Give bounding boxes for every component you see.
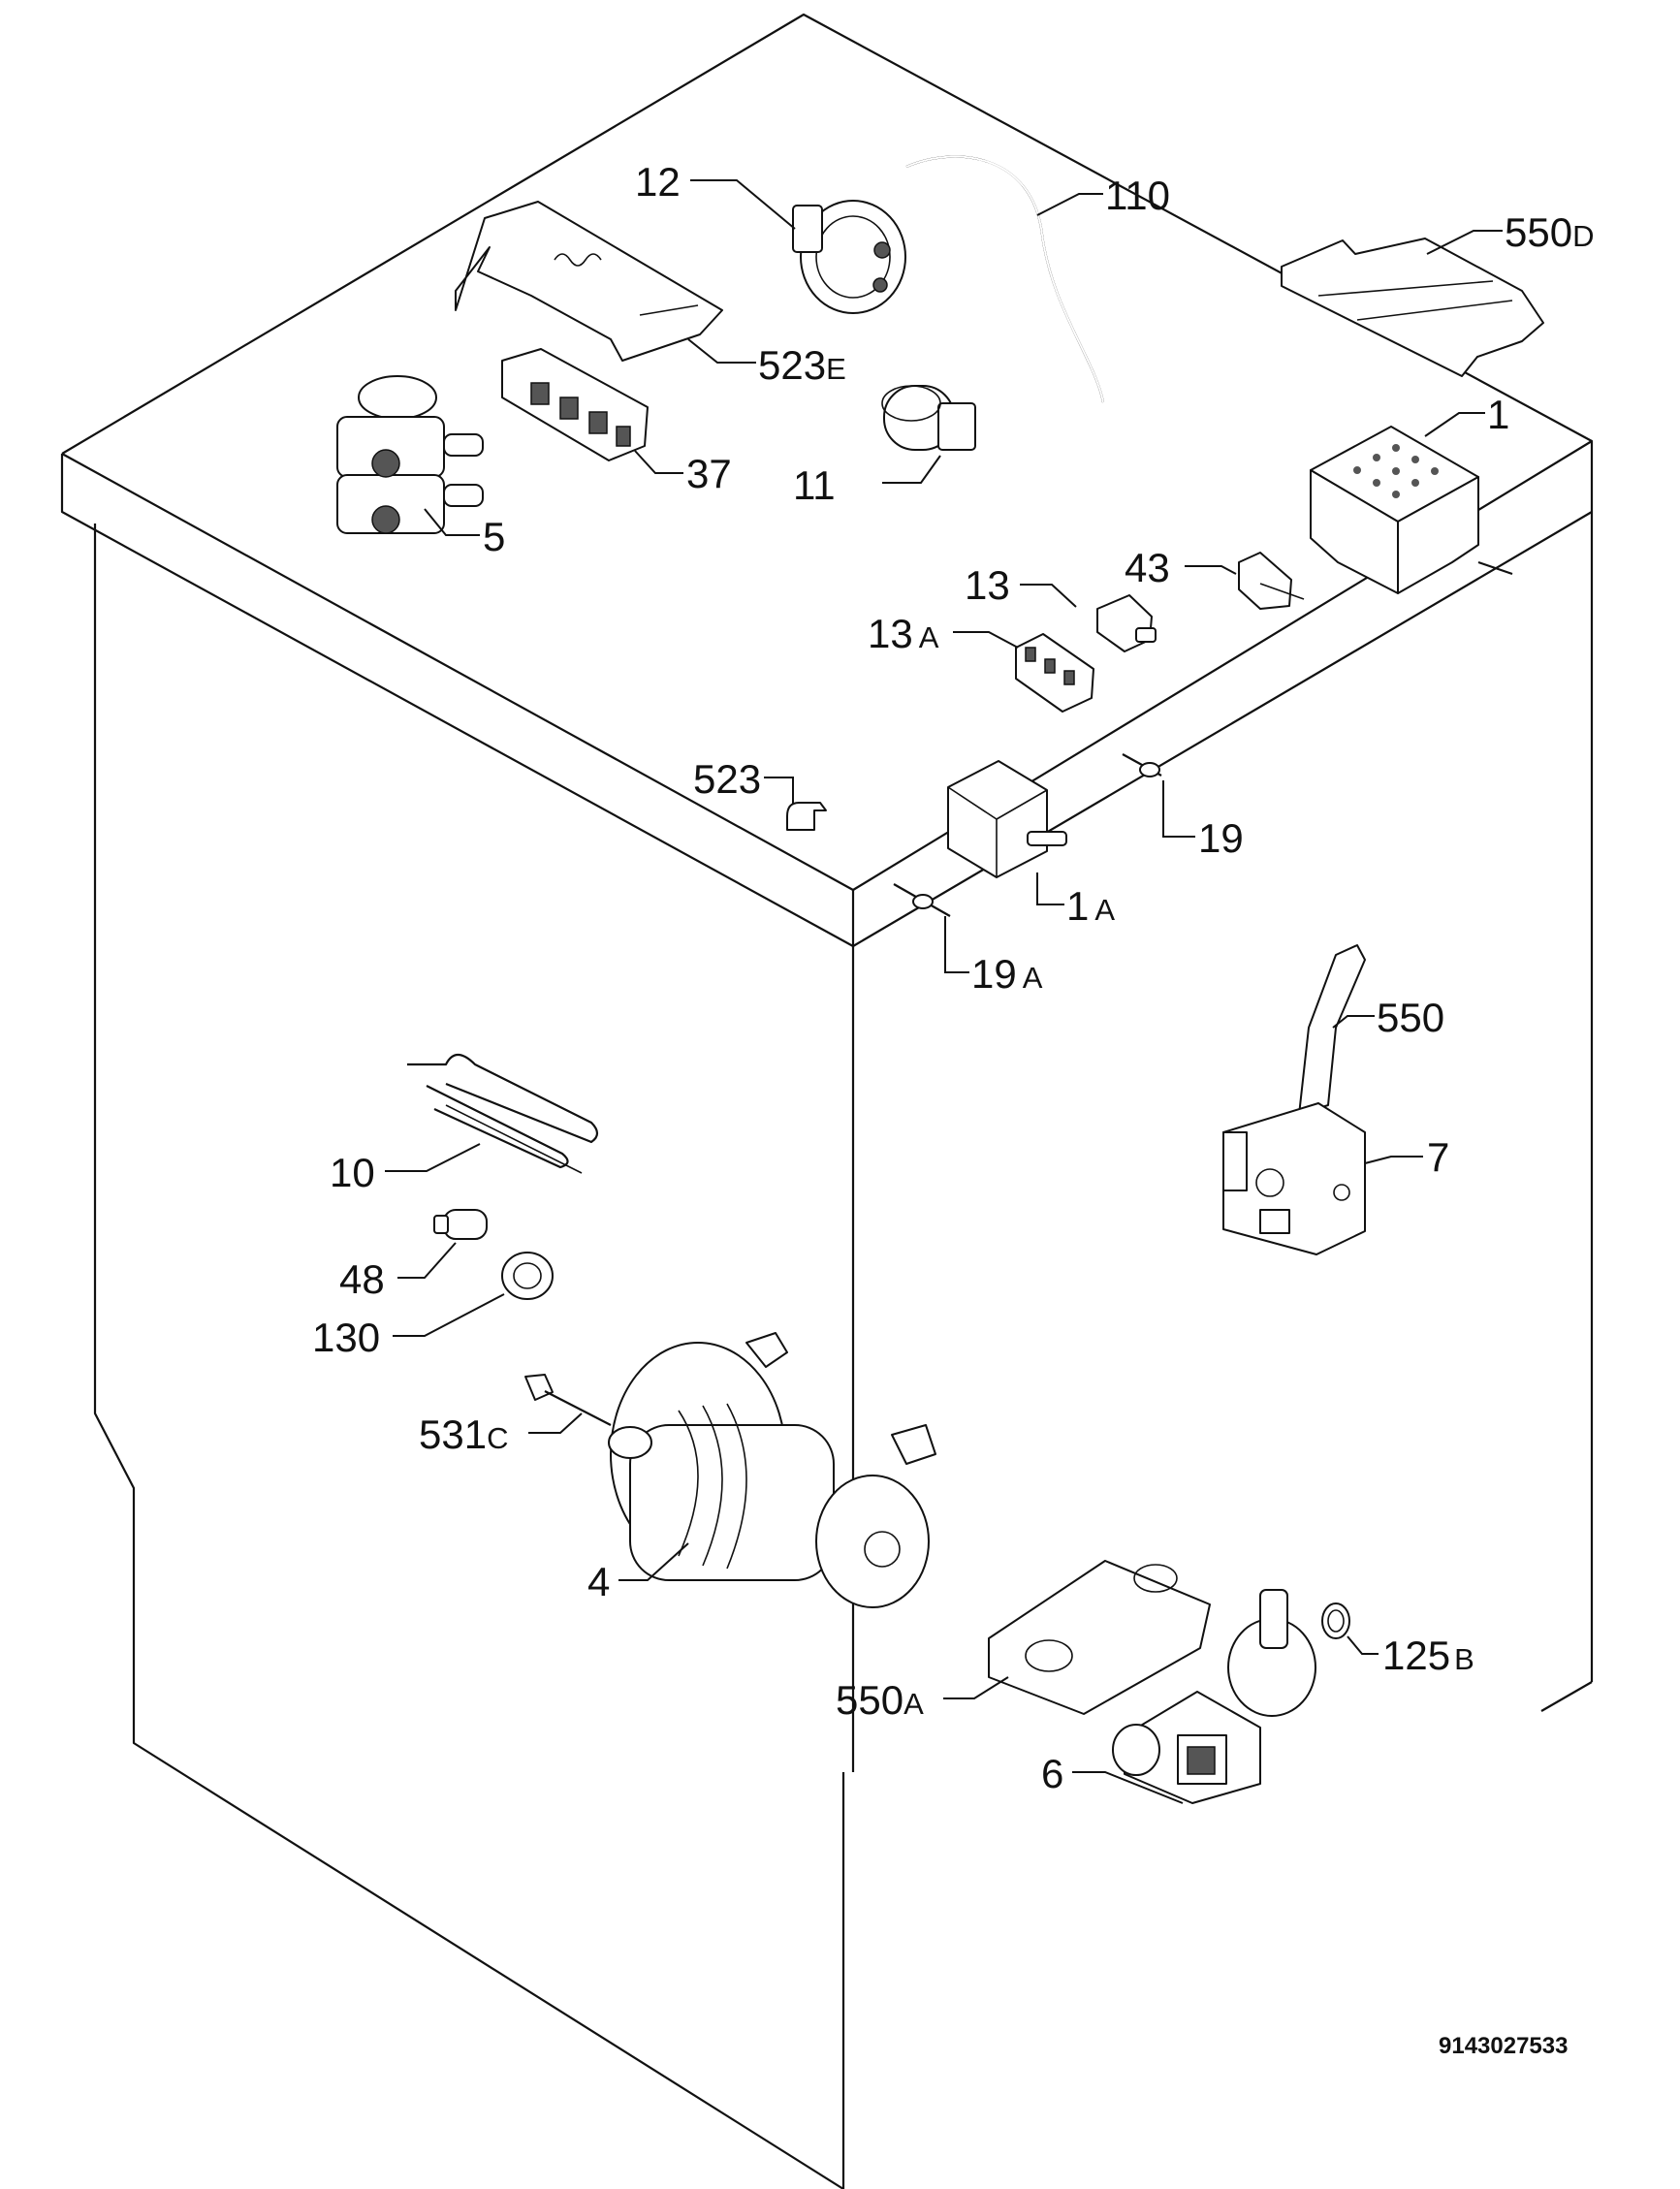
pressure-switch-part bbox=[792, 200, 906, 314]
drain-pump-part bbox=[1112, 1589, 1316, 1804]
callout-531c: 531C bbox=[419, 1412, 508, 1457]
document-number: 9143027533 bbox=[1439, 2033, 1568, 2059]
filter-connector-part bbox=[501, 348, 649, 461]
connector-13a-part bbox=[1015, 633, 1094, 713]
callout-48: 48 bbox=[339, 1256, 385, 1302]
switch-43-part bbox=[1238, 552, 1305, 610]
callout-130: 130 bbox=[312, 1315, 380, 1360]
callout-550d: 550D bbox=[1505, 209, 1594, 255]
clip-523-part bbox=[786, 802, 827, 831]
callout-550: 550 bbox=[1377, 995, 1444, 1040]
callout-550a: 550A bbox=[836, 1677, 924, 1723]
callout-11: 11 bbox=[793, 462, 836, 508]
seal-130-part bbox=[501, 1252, 554, 1300]
door-lock-part bbox=[1222, 1102, 1366, 1255]
appliance-cabinet bbox=[60, 13, 1594, 2189]
callout-523: 523 bbox=[693, 756, 761, 802]
callout-19: 19 bbox=[1198, 815, 1244, 861]
callout-6: 6 bbox=[1041, 1751, 1063, 1796]
programmer-part bbox=[1310, 426, 1513, 594]
bracket-part bbox=[455, 201, 723, 362]
callout-4: 4 bbox=[587, 1559, 610, 1604]
leader-lines bbox=[385, 179, 1503, 1804]
callout-523e: 523E bbox=[758, 342, 846, 388]
callout-12: 12 bbox=[635, 159, 681, 205]
hose-part bbox=[905, 155, 1105, 403]
seal-125b-part bbox=[1321, 1602, 1350, 1639]
callout-7: 7 bbox=[1427, 1134, 1449, 1180]
ntc-sensor-48-part bbox=[433, 1209, 488, 1240]
callout-5: 5 bbox=[483, 514, 505, 559]
support-pad-550a-part bbox=[988, 1560, 1211, 1715]
heater-element-part bbox=[407, 1053, 599, 1174]
callout-13: 13 bbox=[965, 562, 1010, 608]
callout-43: 43 bbox=[1125, 545, 1170, 590]
selector-switch-part bbox=[947, 760, 1067, 878]
callout-1: 1 bbox=[1487, 392, 1509, 437]
valve-part bbox=[336, 375, 484, 534]
motor-part bbox=[608, 1332, 936, 1608]
capacitor-part bbox=[881, 385, 976, 451]
connector-13-part bbox=[1096, 594, 1157, 652]
callout-10: 10 bbox=[330, 1150, 375, 1195]
screw-531c-part bbox=[524, 1374, 612, 1426]
callout-110: 110 bbox=[1105, 173, 1170, 218]
callout-37: 37 bbox=[686, 451, 732, 496]
cable-tie-19a-part bbox=[893, 883, 951, 917]
cable-tie-19-part bbox=[1122, 753, 1162, 777]
lever-550-part bbox=[1298, 944, 1366, 1116]
cover-plate-part bbox=[1281, 238, 1544, 377]
